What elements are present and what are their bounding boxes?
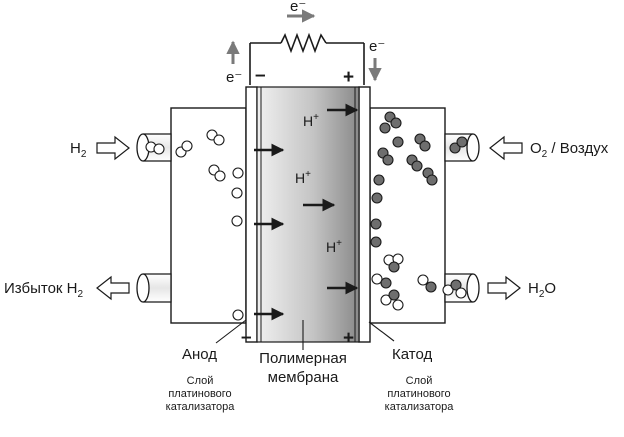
catalyst-right-line2: платинового: [387, 388, 450, 400]
cathode-electrode: [358, 86, 371, 343]
catalyst-left-line3: катализатора: [166, 401, 236, 413]
hydrogen-molecules: [145, 129, 244, 321]
outlet-pipe-excess-h2: [136, 273, 172, 303]
h2-inflow-arrow: [96, 135, 130, 161]
h2o-label: H2O: [528, 280, 556, 300]
h2-inlet-label: H2: [70, 140, 87, 160]
catalyst-right-line3: катализатора: [385, 401, 455, 413]
membrane-label-line2: мембрана: [268, 369, 339, 386]
external-circuit: [249, 32, 365, 85]
cathode-sign-bottom: +: [343, 328, 354, 349]
cathode-pointer: [368, 321, 395, 342]
proton-label-3: H+: [326, 238, 342, 255]
catalyst-left-line2: платинового: [168, 388, 231, 400]
anode-label: Анод: [182, 346, 217, 363]
water-molecules: [371, 253, 467, 311]
electron-label-right: e⁻: [369, 38, 385, 55]
proton-label-2: H+: [295, 169, 311, 186]
cathode-label: Катод: [392, 346, 432, 363]
catalyst-right-line1: Слой: [406, 375, 433, 387]
anode-sign-bottom: –: [241, 327, 252, 348]
anode-electrode: [245, 86, 258, 343]
catalyst-left-line1: Слой: [187, 375, 214, 387]
excess-h2-outflow-arrow: [96, 275, 130, 301]
oxygen-molecules: [370, 111, 468, 248]
membrane-label-line1: Полимерная: [259, 350, 347, 367]
anode-chamber: [170, 107, 247, 324]
polymer-membrane: [256, 86, 360, 343]
o2-inflow-arrow: [489, 135, 523, 161]
electron-label-top: e⁻: [290, 0, 306, 15]
proton-label-1: H+: [303, 112, 319, 129]
anode-sign-top: –: [255, 65, 266, 86]
electron-label-left: e⁻: [226, 69, 242, 86]
cathode-sign-top: +: [343, 67, 354, 88]
excess-h2-label: Избыток H2: [4, 280, 83, 300]
proton-flow-arrows: [254, 103, 359, 321]
anode-pointer: [215, 319, 247, 344]
o2-air-label: O2 / Воздух: [530, 140, 609, 160]
h2o-outflow-arrow: [487, 275, 521, 301]
resistor: [280, 32, 327, 54]
